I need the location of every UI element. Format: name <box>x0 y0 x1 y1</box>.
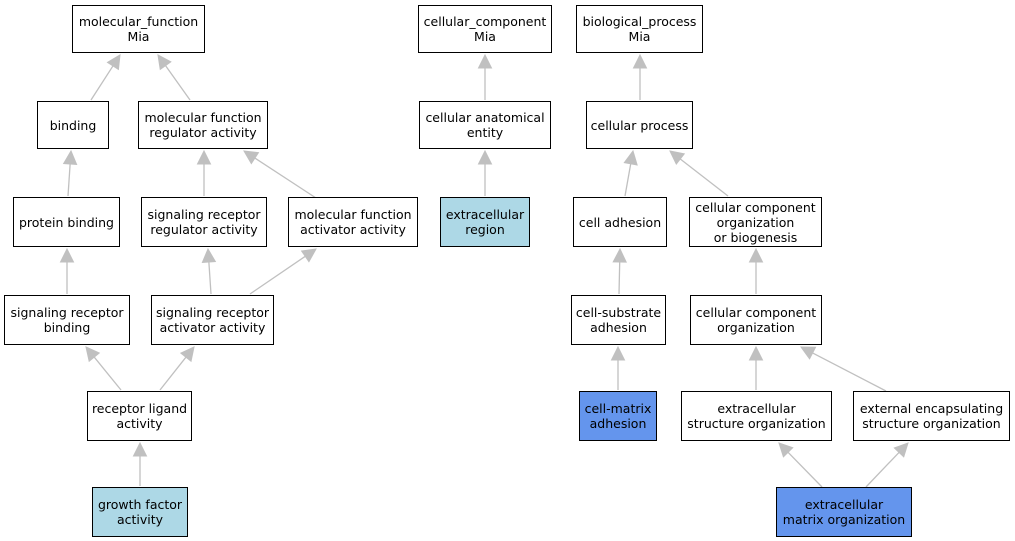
arrowhead-ecm-org-to-external-encapsulating <box>893 442 909 458</box>
arrowhead-sr-regulator-to-mf-regulator <box>196 149 212 165</box>
edge-external-encapsulating-to-cc-org <box>812 352 887 392</box>
node-cellular-process[interactable]: cellular process <box>586 101 693 149</box>
edge-sr-activator-to-mf-activator <box>249 255 306 295</box>
node-signaling-receptor-activator-activity[interactable]: signaling receptor activator activity <box>151 295 274 345</box>
node-cellular-anatomical-entity[interactable]: cellular anatomical entity <box>419 101 551 149</box>
edge-binding-to-molecular-function <box>90 65 114 101</box>
arrowhead-sr-activator-to-mf-activator <box>300 248 317 263</box>
node-external-encapsulating-structure-organization[interactable]: external encapsulating structure organiz… <box>853 391 1010 441</box>
node-growth-factor-activity[interactable]: growth factor activity <box>92 487 188 537</box>
node-extracellular-region[interactable]: extracellular region <box>440 197 530 247</box>
arrowhead-cc-org-biogenesis-to-cellular-process <box>669 150 686 166</box>
edge-mf-activator-to-mf-regulator <box>254 157 317 199</box>
arrowhead-cell-adhesion-to-cellular-process <box>623 149 638 166</box>
edge-sr-activator-to-sr-regulator <box>208 261 212 295</box>
arrowhead-sr-activator-to-sr-regulator <box>201 247 217 263</box>
arrowhead-protein-binding-to-binding <box>62 149 78 165</box>
arrowhead-cc-org-to-cc-org-biogenesis <box>748 247 764 263</box>
node-molecular-function-activator-activity[interactable]: molecular function activator activity <box>288 197 418 247</box>
arrowhead-external-encapsulating-to-cc-org <box>800 346 817 360</box>
node-extracellular-matrix-organization[interactable]: extracellular matrix organization <box>776 487 912 537</box>
node-receptor-ligand-activity[interactable]: receptor ligand activity <box>87 391 192 441</box>
edge-ecm-org-to-extracellular-structure <box>787 451 823 488</box>
node-cellular-component-organization-or-biogenesis[interactable]: cellular component organization or bioge… <box>689 197 822 247</box>
edge-protein-binding-to-binding <box>67 163 71 197</box>
node-signaling-receptor-binding[interactable]: signaling receptor binding <box>4 295 130 345</box>
node-protein-binding[interactable]: protein binding <box>13 197 120 247</box>
arrowhead-ecm-org-to-extracellular-structure <box>778 442 794 458</box>
arrowhead-receptor-ligand-to-sr-binding <box>85 346 101 363</box>
arrowhead-mf-regulator-to-molecular-function <box>157 54 172 71</box>
arrowhead-mf-activator-to-mf-regulator <box>243 150 260 165</box>
node-cellular-component[interactable]: cellular_component Mia <box>418 5 552 53</box>
arrowhead-cell-substrate-to-cell-adhesion <box>612 247 628 263</box>
arrowhead-cellular-process-to-biological-process <box>632 53 648 69</box>
node-molecular-function-regulator-activity[interactable]: molecular function regulator activity <box>138 101 268 149</box>
arrowhead-extracellular-structure-to-cc-org <box>748 345 764 361</box>
node-extracellular-structure-organization[interactable]: extracellular structure organization <box>681 391 832 441</box>
edge-mf-regulator-to-molecular-function <box>165 65 191 101</box>
node-signaling-receptor-regulator-activity[interactable]: signaling receptor regulator activity <box>141 197 267 247</box>
arrowhead-anatomical-entity-to-cellular-component <box>477 53 493 69</box>
edge-cell-adhesion-to-cellular-process <box>624 163 632 197</box>
node-biological-process[interactable]: biological_process Mia <box>576 5 703 53</box>
edge-ecm-org-to-external-encapsulating <box>865 451 900 488</box>
edge-cell-substrate-to-cell-adhesion <box>618 261 621 295</box>
node-cell-substrate-adhesion[interactable]: cell-substrate adhesion <box>571 295 666 345</box>
arrowhead-growth-factor-to-receptor-ligand <box>132 441 148 457</box>
arrowhead-sr-binding-to-protein-binding <box>59 247 75 263</box>
node-binding[interactable]: binding <box>37 101 109 149</box>
node-cell-adhesion[interactable]: cell adhesion <box>573 197 667 247</box>
node-cellular-component-organization[interactable]: cellular component organization <box>690 295 822 345</box>
arrowhead-receptor-ligand-to-sr-activator <box>179 346 195 363</box>
arrowhead-extracellular-region-to-anatomical-entity <box>477 149 493 165</box>
arrowhead-cell-matrix-to-cell-substrate <box>610 345 626 361</box>
edge-receptor-ligand-to-sr-binding <box>93 356 122 391</box>
edge-receptor-ligand-to-sr-activator <box>159 356 187 391</box>
arrowhead-binding-to-molecular-function <box>106 54 121 71</box>
node-cell-matrix-adhesion[interactable]: cell-matrix adhesion <box>579 391 657 441</box>
node-molecular-function[interactable]: molecular_function Mia <box>72 5 205 53</box>
edge-cc-org-biogenesis-to-cellular-process <box>679 158 729 197</box>
